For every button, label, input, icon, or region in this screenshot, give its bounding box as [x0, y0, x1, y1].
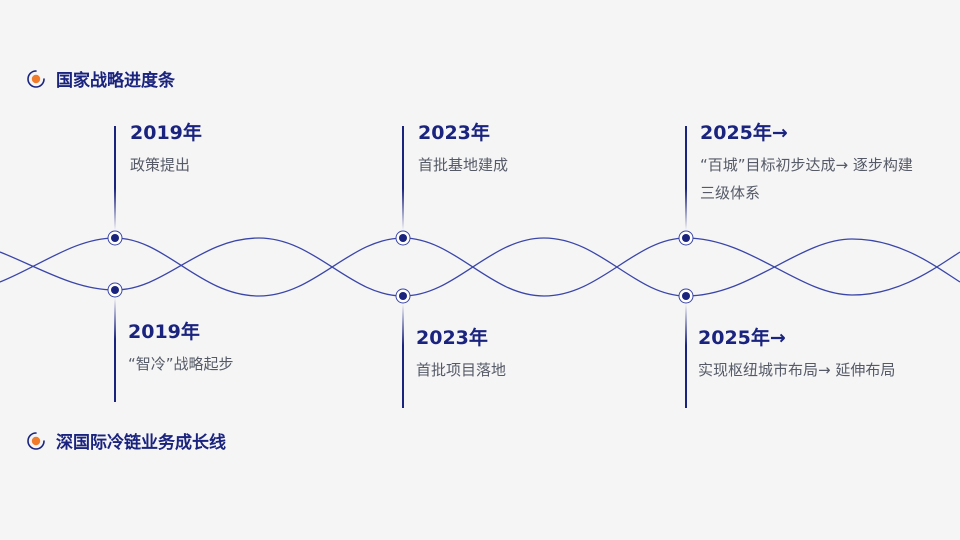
milestone-year: 2023年: [416, 327, 488, 349]
wave-line-business: [0, 237, 960, 297]
node-top-2019: [107, 230, 123, 246]
milestone-top-2025: 2025年→ “百城”目标初步达成→ 逐步构建三级体系: [700, 121, 915, 207]
milestone-bottom-2023: 2023年 首批项目落地: [416, 326, 656, 384]
legend-cold-chain-growth: 深国际冷链业务成长线: [26, 428, 226, 453]
target-icon: [27, 431, 45, 450]
milestone-bottom-2019: 2019年 “智冷”战略起步: [128, 320, 368, 378]
node-top-2025: [678, 230, 694, 246]
milestone-year: 2023年: [418, 122, 490, 144]
node-bottom-2019: [107, 282, 123, 298]
milestone-desc: “百城”目标初步达成→ 逐步构建三级体系: [700, 156, 913, 202]
milestone-desc: 政策提出: [130, 156, 191, 174]
connector-top-2025: [685, 126, 687, 230]
milestone-year: 2025年→: [698, 327, 786, 349]
milestone-desc: “智冷”战略起步: [128, 355, 234, 373]
milestone-year: 2019年: [130, 122, 202, 144]
connector-top-2023: [402, 126, 404, 230]
legend-national-strategy: 国家战略进度条: [26, 66, 175, 91]
milestone-top-2019: 2019年 政策提出: [130, 121, 370, 179]
milestone-bottom-2025: 2025年→ 实现枢纽城市布局→ 延伸布局: [698, 326, 913, 384]
connector-bottom-2023: [402, 304, 404, 408]
connector-bottom-2019: [114, 298, 116, 402]
legend-label: 深国际冷链业务成长线: [56, 433, 226, 453]
node-bottom-2025: [678, 288, 694, 304]
target-icon: [27, 69, 45, 88]
connector-bottom-2025: [685, 304, 687, 408]
node-bottom-2023: [395, 288, 411, 304]
legend-label: 国家战略进度条: [56, 71, 175, 91]
milestone-top-2023: 2023年 首批基地建成: [418, 121, 658, 179]
milestone-year: 2019年: [128, 321, 200, 343]
connector-top-2019: [114, 126, 116, 230]
milestone-year: 2025年→: [700, 122, 788, 144]
milestone-desc: 首批项目落地: [416, 361, 507, 379]
milestone-desc: 实现枢纽城市布局→ 延伸布局: [698, 361, 896, 379]
milestone-desc: 首批基地建成: [418, 156, 509, 174]
node-top-2023: [395, 230, 411, 246]
